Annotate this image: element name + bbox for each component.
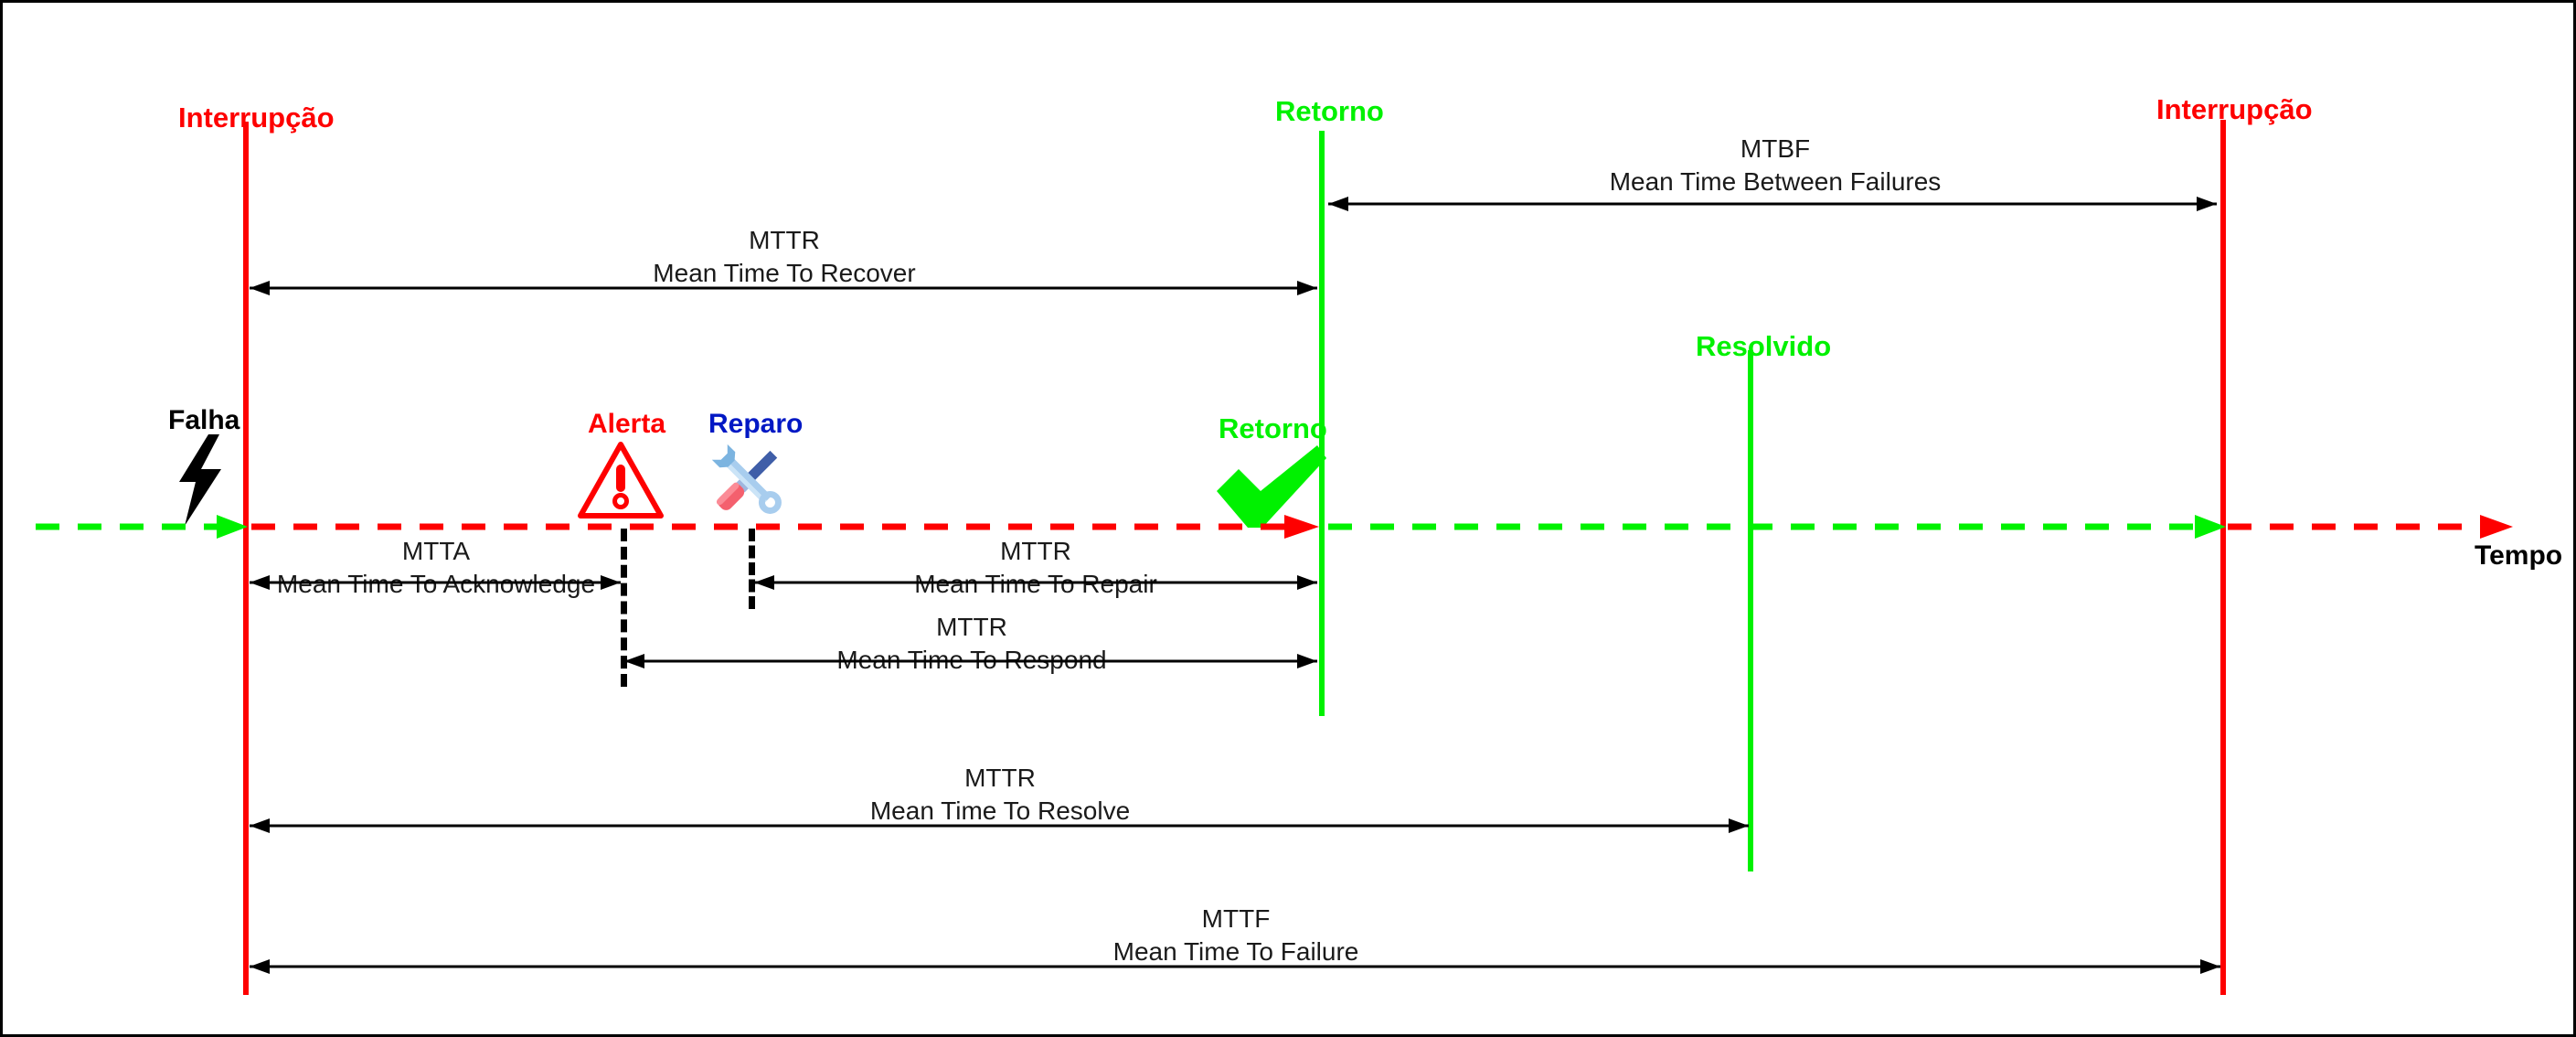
event-line-interrupcao-2 — [2220, 120, 2226, 995]
measure-abbr-mttr-recover: MTTR — [749, 226, 820, 254]
measure-label-mttf: MTTF Mean Time To Failure — [250, 903, 2222, 968]
event-line-reparo — [749, 529, 755, 609]
wrench-screwdriver-icon — [701, 435, 793, 523]
measure-arrow-mttr-resolve — [244, 815, 1754, 837]
measure-abbr-mtta: MTTA — [401, 537, 471, 565]
timeline-segment-green-left — [36, 513, 255, 540]
warning-triangle-icon — [577, 439, 665, 521]
event-line-resolvido — [1748, 350, 1753, 871]
event-line-retorno — [1319, 131, 1325, 716]
measure-label-mttr-recover: MTTR Mean Time To Recover — [250, 224, 1319, 290]
measure-arrow-mtbf — [1323, 193, 2222, 215]
measure-abbr-mttr-respond: MTTR — [936, 613, 1007, 641]
measure-full-mttf: Mean Time To Failure — [1112, 936, 1359, 966]
event-line-alerta — [621, 529, 627, 687]
measure-abbr-mtbf: MTBF — [1740, 134, 1811, 163]
measure-full-mttr-recover: Mean Time To Recover — [653, 258, 916, 287]
event-label-falha: Falha — [168, 405, 240, 435]
event-label-alerta: Alerta — [588, 409, 666, 439]
timeline-segment-red-tail — [2228, 513, 2529, 540]
measure-label-mttr-respond: MTTR Mean Time To Respond — [624, 611, 1319, 677]
measure-arrow-mttr-recover — [244, 277, 1323, 299]
measure-arrow-mttf — [244, 956, 2226, 978]
event-label-interrupcao-1: Interrupção — [178, 102, 335, 134]
event-label-interrupcao-2: Interrupção — [2156, 93, 2313, 125]
event-label-retorno-top: Retorno — [1275, 95, 1384, 127]
event-label-resolvido: Resolvido — [1696, 330, 1832, 362]
event-line-interrupcao-1 — [243, 122, 249, 995]
checkmark-icon — [1211, 444, 1330, 530]
measure-label-mttr-resolve: MTTR Mean Time To Resolve — [250, 762, 1751, 828]
timeline-segment-green-right — [1328, 513, 2233, 540]
measure-full-mtbf: Mean Time Between Failures — [1609, 166, 1942, 196]
measure-abbr-mttr-resolve: MTTR — [964, 764, 1036, 792]
event-label-retorno-check: Retorno — [1219, 412, 1327, 444]
measure-arrow-mttr-repair — [749, 572, 1323, 593]
axis-label-tempo: Tempo — [2475, 540, 2563, 571]
measure-full-mttr-respond: Mean Time To Respond — [836, 645, 1107, 674]
measure-arrow-mtta — [244, 572, 626, 593]
measure-arrow-mttr-respond — [619, 650, 1323, 672]
lightning-bolt-icon — [172, 434, 227, 526]
event-label-reparo: Reparo — [708, 409, 804, 439]
measure-abbr-mttr-repair: MTTR — [1000, 537, 1071, 565]
measure-abbr-mttf: MTTF — [1201, 904, 1271, 933]
timeline-segment-red-incident — [251, 513, 1325, 540]
measure-label-mtbf: MTBF Mean Time Between Failures — [1330, 133, 2220, 198]
measure-full-mttr-resolve: Mean Time To Resolve — [869, 796, 1131, 825]
